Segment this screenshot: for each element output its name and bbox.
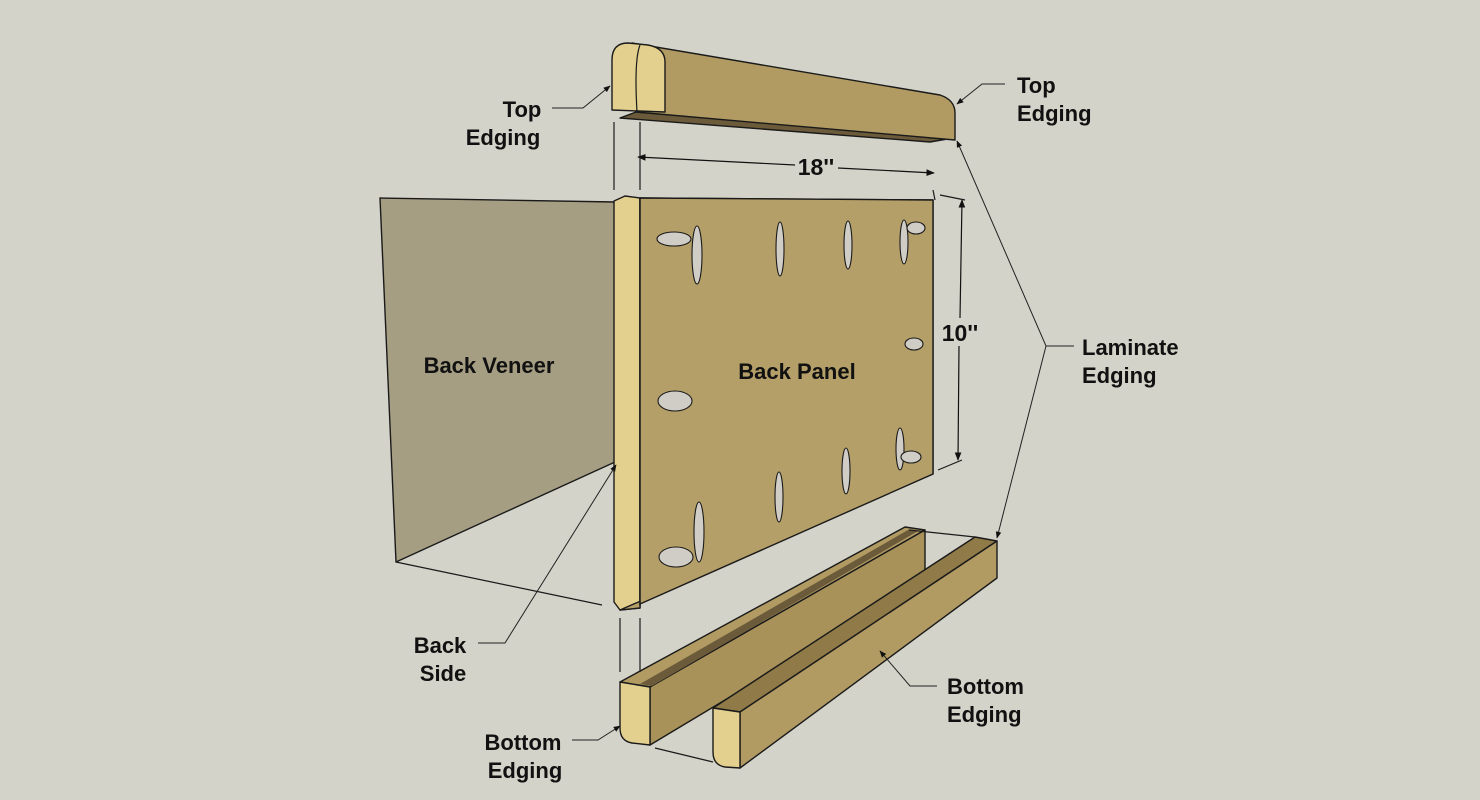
back-veneer (379, 197, 616, 563)
label-top-edging-left-line2: Edging (466, 125, 541, 150)
label-back-side-line1: Back (414, 633, 467, 658)
top-edging (611, 42, 956, 143)
leader-lines (478, 83, 1074, 741)
veneer-projection-line (395, 561, 603, 606)
label-top-edging-right-line1: Top (1017, 73, 1056, 98)
panel-holes (656, 219, 926, 568)
label-laminate-edging-line1: Laminate (1082, 335, 1179, 360)
label-bottom-edging-left-line1: Bottom (485, 730, 562, 755)
label-bottom-edging-right-line1: Bottom (947, 674, 1024, 699)
label-back-panel: Back Panel (738, 359, 855, 384)
height-dimension-label: 10'' (942, 320, 979, 346)
label-bottom-edging-left-line2: Edging (488, 758, 563, 783)
label-bottom-edging-right-line2: Edging (947, 702, 1022, 727)
label-back-side-line2: Side (420, 661, 466, 686)
label-back-veneer: Back Veneer (424, 353, 555, 378)
bottom-edging-front (712, 536, 998, 769)
dimension-height: 10'' (942, 199, 979, 461)
dimension-width: 18'' (637, 154, 935, 180)
label-top-edging-right-line2: Edging (1017, 101, 1092, 126)
label-top-edging-left-line1: Top (503, 97, 542, 122)
width-dimension-label: 18'' (798, 154, 835, 180)
label-laminate-edging-line2: Edging (1082, 363, 1157, 388)
bottom-edging-back (619, 526, 926, 746)
